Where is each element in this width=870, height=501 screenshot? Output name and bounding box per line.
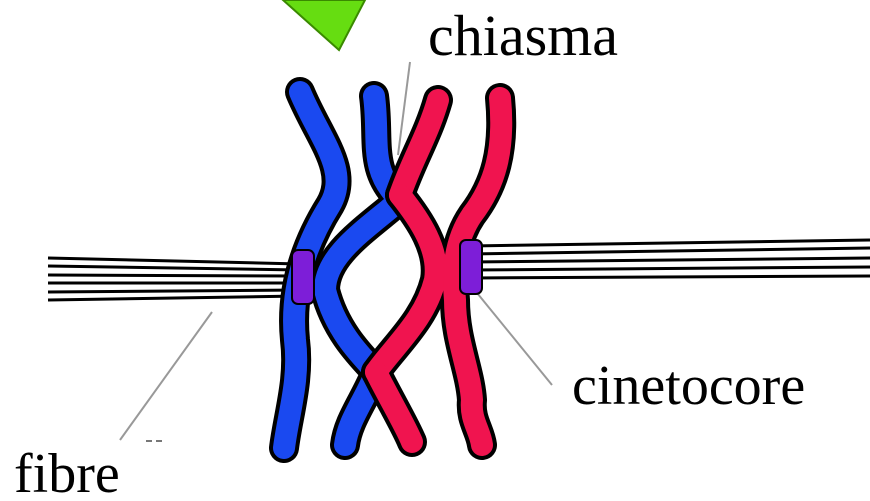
spindle-fibres-right [470, 240, 870, 278]
label-kinetochore: cinetocore [572, 355, 805, 417]
spindle-fibres-left [48, 258, 300, 300]
kinetochore-right [460, 240, 482, 294]
kinetochore-left [292, 250, 314, 304]
label-chiasma: chiasma [428, 3, 618, 68]
arrow-head [283, 0, 365, 50]
fibre-pointer [120, 312, 212, 440]
kinetochore-pointer [473, 288, 552, 385]
label-fibres: fibre [14, 443, 120, 501]
